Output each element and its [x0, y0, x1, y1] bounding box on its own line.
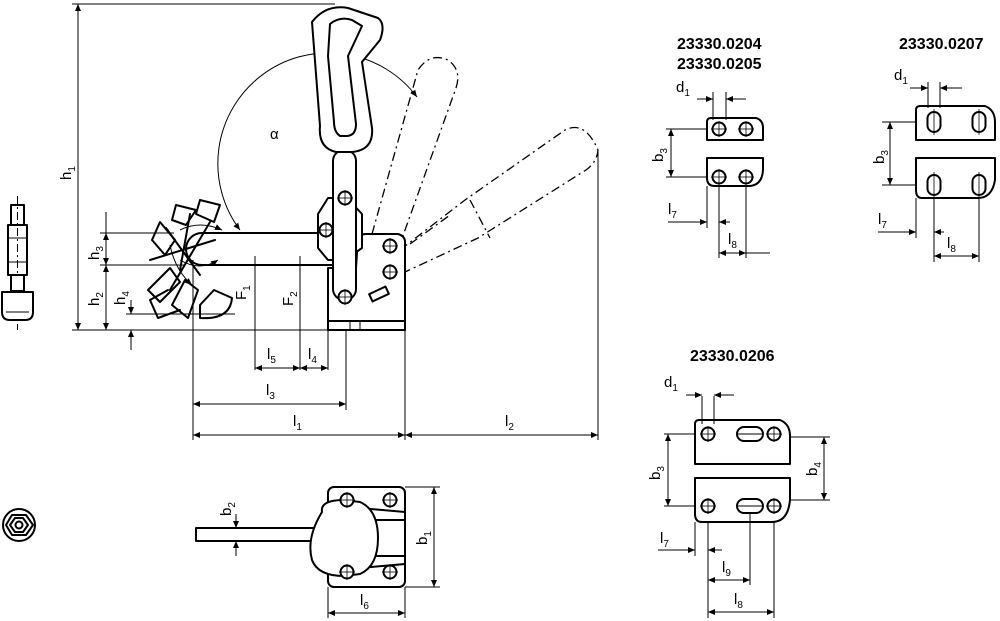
dim-base: h	[86, 252, 103, 260]
dim-sub: 2	[289, 291, 300, 297]
dim-sub: 2	[95, 292, 106, 298]
nut-top-view	[2, 508, 36, 542]
dim-label-l9: l9	[722, 559, 731, 579]
dim-label-l7-0207: l7	[878, 211, 887, 231]
dim-label-d1-0204: d1	[676, 79, 690, 99]
dim-base: h	[86, 298, 103, 306]
dim-sub: 1	[67, 166, 78, 172]
variant-label-0207: 23330.0207	[899, 36, 984, 53]
dim-base: b	[414, 537, 431, 545]
dim-label-l6: l6	[360, 592, 369, 612]
dim-label-h3: h3	[86, 246, 106, 260]
dim-label-l8-0207: l8	[947, 235, 956, 255]
svg-text:F1: F1	[233, 285, 253, 300]
svg-text:b1: b1	[414, 531, 434, 545]
dim-label-b2: b2	[218, 502, 238, 516]
dim-sub: 4	[813, 462, 824, 468]
dim-base: b	[804, 468, 821, 476]
dim-label-F2: F2	[280, 291, 300, 306]
dim-label-b3-0204: b3	[650, 148, 670, 162]
dim-sub: 2	[227, 502, 238, 508]
dim-sub: 1	[242, 285, 253, 291]
dim-sub: 4	[121, 291, 132, 297]
svg-text:h1: h1	[58, 166, 78, 180]
dim-label-l4: l4	[308, 346, 317, 366]
dim-label-l7-0204: l7	[668, 201, 677, 221]
base-detail-0207	[878, 82, 996, 262]
dim-label-l5: l5	[267, 346, 276, 366]
clamp-spindle-positions	[147, 199, 233, 320]
clamp-side-view	[72, 3, 599, 331]
dim-base: F	[280, 297, 297, 306]
clamp-plan-view	[195, 486, 440, 618]
dim-label-d1-0206: d1	[664, 374, 678, 394]
dim-label-h1: h1	[58, 166, 78, 180]
dim-label-d1-0207: d1	[894, 67, 908, 87]
dim-base: h	[112, 297, 129, 305]
dim-sub: 1	[423, 531, 434, 537]
dim-base: b	[218, 508, 235, 516]
dim-sub: 3	[656, 466, 667, 472]
base-detail-0206	[658, 392, 830, 618]
svg-text:h4: h4	[112, 291, 132, 305]
dim-sub: 3	[95, 246, 106, 252]
dim-label-F1: F1	[233, 285, 253, 300]
dim-label-l2: l2	[505, 413, 514, 433]
main-dimensions	[75, 3, 599, 440]
variant-label-0204: 23330.0204	[677, 36, 762, 53]
dim-base: b	[647, 472, 664, 480]
dim-label-alpha: α	[270, 126, 279, 143]
svg-text:b3: b3	[871, 150, 891, 164]
svg-text:h3: h3	[86, 246, 106, 260]
dim-base: h	[58, 172, 75, 180]
dim-label-b4: b4	[804, 462, 824, 476]
dim-label-b3-0207: b3	[871, 150, 891, 164]
svg-text:b3: b3	[647, 466, 667, 480]
variant-label-0206: 23330.0206	[690, 348, 775, 365]
svg-text:F2: F2	[280, 291, 300, 306]
svg-text:b3: b3	[650, 148, 670, 162]
dim-sub: 3	[880, 150, 891, 156]
svg-text:b2: b2	[218, 502, 238, 516]
dim-base: b	[650, 154, 667, 162]
dim-label-l1: l1	[293, 413, 302, 433]
base-detail-0204-0205	[666, 92, 770, 258]
dim-label-l8-0204: l8	[728, 231, 737, 251]
dim-label-l3: l3	[266, 382, 275, 402]
dim-label-b1: b1	[414, 531, 434, 545]
dim-base: b	[871, 156, 888, 164]
dim-label-b3-0206: b3	[647, 466, 667, 480]
svg-text:h2: h2	[86, 292, 106, 306]
dim-label-l7-0206: l7	[660, 530, 669, 550]
svg-text:b4: b4	[804, 462, 824, 476]
variant-label-0205: 23330.0205	[677, 56, 762, 73]
dim-label-l8-0206: l8	[734, 591, 743, 611]
dim-label-h2: h2	[86, 292, 106, 306]
spindle-side-view	[1, 196, 34, 330]
dim-base: F	[233, 291, 250, 300]
dim-label-h4: h4	[112, 291, 132, 305]
dim-sub: 3	[659, 148, 670, 154]
